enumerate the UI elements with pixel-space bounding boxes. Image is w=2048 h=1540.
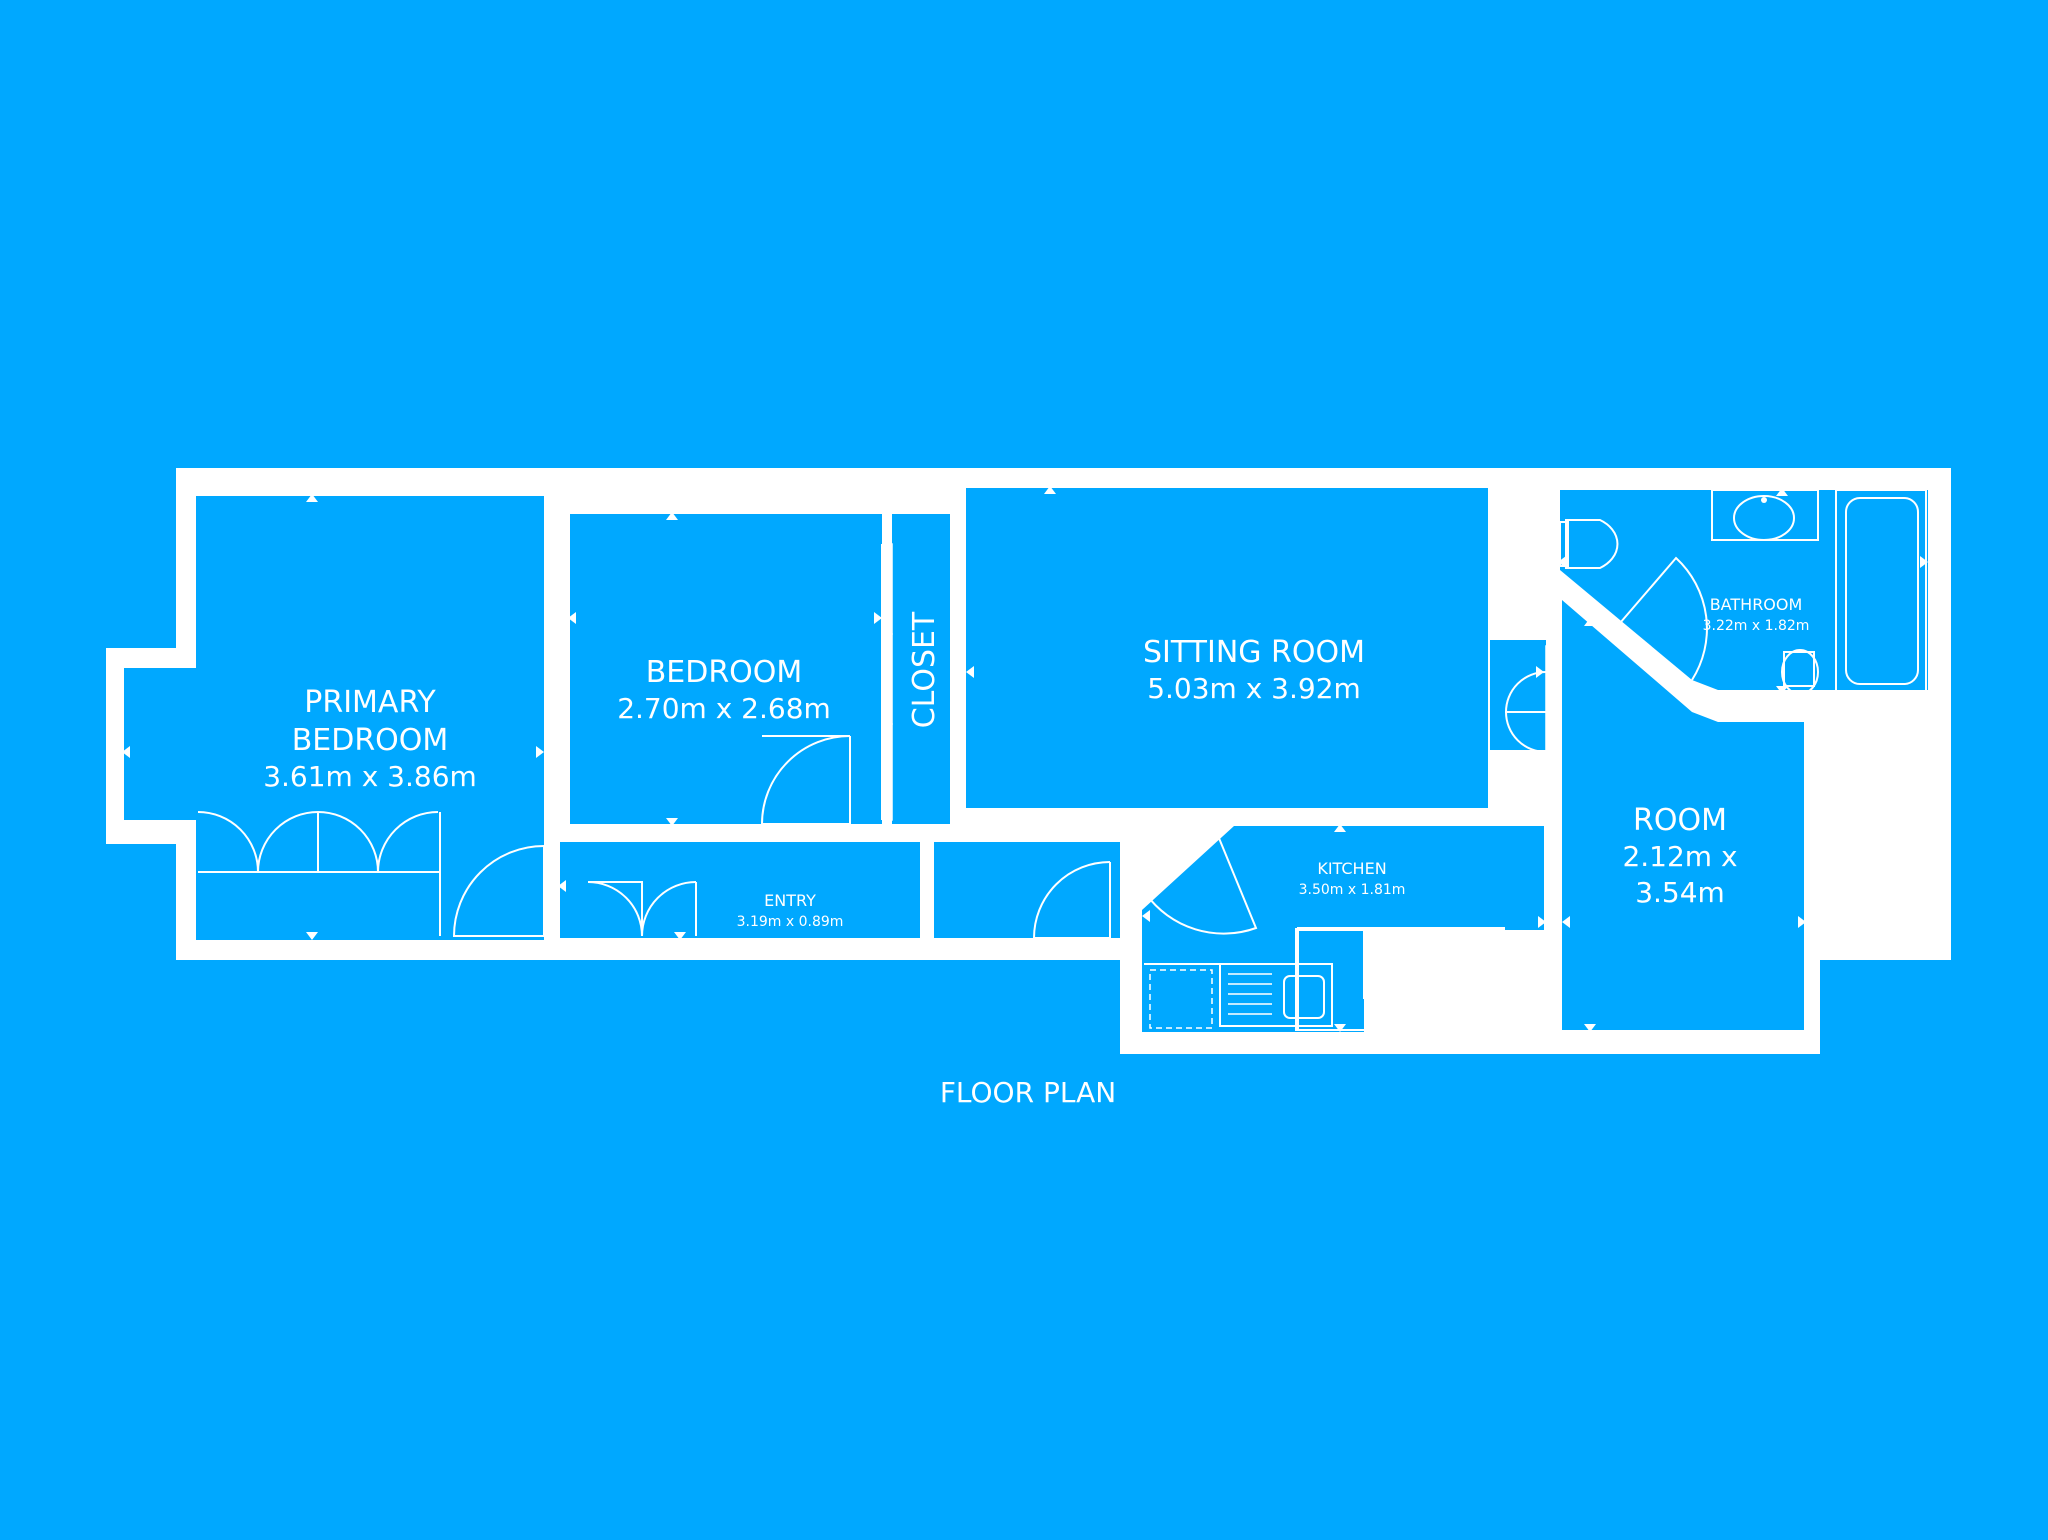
- room-floor: [1562, 600, 1804, 1030]
- bathtub-icon: [1835, 489, 1927, 693]
- entry-label: ENTRY: [764, 891, 816, 910]
- windows: [107, 553, 1945, 1021]
- room-label: ROOM: [1633, 803, 1727, 838]
- hob-icon: [1439, 929, 1505, 999]
- dimension-markers: [122, 486, 1928, 1032]
- sink-icon: [1711, 489, 1819, 541]
- kitchen-label: KITCHEN: [1317, 859, 1386, 878]
- door-swing-icon: [452, 845, 545, 937]
- wardrobe-icon: [197, 811, 441, 936]
- toilet-icon: [1781, 649, 1819, 695]
- bedroom-floor: [570, 514, 882, 824]
- hall-floor: [934, 842, 1120, 938]
- sitting-room-size: 5.03m x 3.92m: [1147, 672, 1361, 705]
- primary-bedroom-label-line1: PRIMARY: [304, 685, 436, 720]
- window-icon: [1805, 743, 1819, 1021]
- fridge-icon: [1149, 969, 1213, 1029]
- room-labels: PRIMARY BEDROOM 3.61m x 3.86m BEDROOM 2.…: [263, 595, 1809, 930]
- door-swing-icon: [1032, 861, 1111, 939]
- bedroom-label: BEDROOM: [646, 655, 803, 690]
- bathroom-fixtures: [1559, 489, 1927, 695]
- window-icon: [107, 669, 123, 819]
- door-swing-icon: [1144, 824, 1258, 935]
- bay-window-floor: [124, 668, 198, 820]
- room-size-line1: 2.12m x: [1622, 840, 1737, 873]
- door-swing-icon: [761, 735, 851, 825]
- doors: [452, 543, 1708, 939]
- bedroom-size: 2.70m x 2.68m: [617, 692, 831, 725]
- primary-bedroom-label-line2: BEDROOM: [292, 723, 449, 758]
- kitchen-sink-icon: [1219, 963, 1333, 1027]
- entry-floor: [560, 842, 920, 938]
- bathroom-size: 3.22m x 1.82m: [1703, 618, 1810, 634]
- sitting-room-floor: [966, 488, 1488, 808]
- entry-size: 3.19m x 0.89m: [737, 914, 844, 930]
- window-icon: [1545, 645, 1559, 751]
- kitchen-fixtures: [1144, 927, 1505, 1031]
- bathroom-label: BATHROOM: [1710, 595, 1803, 614]
- primary-bedroom-size: 3.61m x 3.86m: [263, 760, 477, 793]
- floor-plan-caption: FLOOR PLAN: [940, 1076, 1116, 1109]
- window-icon: [1929, 553, 1945, 659]
- room-size-line2: 3.54m: [1635, 876, 1725, 909]
- room-floors: [124, 488, 1928, 1032]
- sitting-lobby-floor: [1490, 640, 1546, 750]
- door-swing-icon: [1613, 556, 1708, 681]
- closet-partition: [881, 543, 893, 821]
- sitting-room-label: SITTING ROOM: [1143, 635, 1365, 670]
- kitchen-size: 3.50m x 1.81m: [1299, 882, 1406, 898]
- closet-label: CLOSET: [907, 611, 942, 728]
- window-icon: [545, 705, 567, 769]
- door-swing-icon: [587, 881, 697, 937]
- closet-floor: [892, 514, 950, 824]
